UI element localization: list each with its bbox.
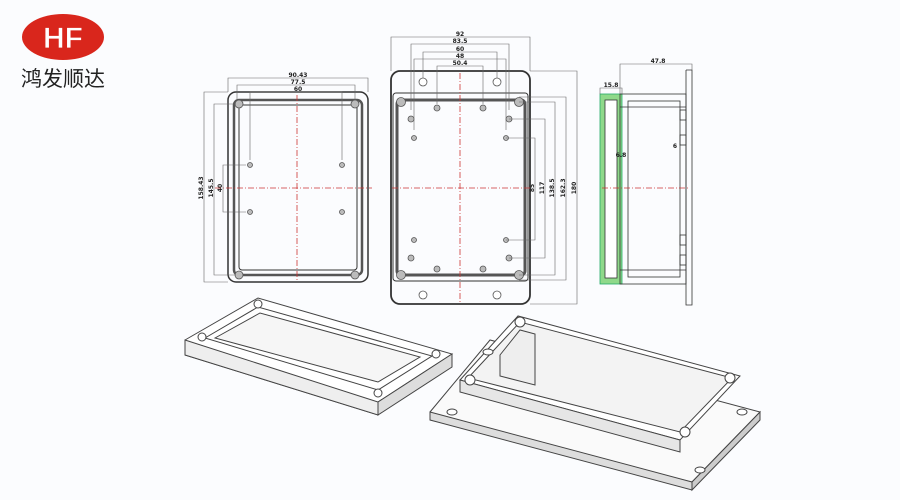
base-dimensions: 92 83.5 60 48 50.4 85 117 138.5 162.3 18… <box>453 31 578 197</box>
svg-text:48: 48 <box>456 53 464 60</box>
svg-text:15.8: 15.8 <box>604 82 619 89</box>
svg-text:117: 117 <box>539 182 546 195</box>
svg-text:60: 60 <box>456 46 464 53</box>
svg-text:92: 92 <box>456 31 464 38</box>
svg-text:40: 40 <box>217 184 224 192</box>
base-isometric-view <box>429 315 761 492</box>
lid-top-view <box>203 77 372 283</box>
svg-text:HF: HF <box>43 22 83 55</box>
brand-name: 鸿发顺达 <box>21 67 105 91</box>
svg-text:158.43: 158.43 <box>198 176 205 199</box>
svg-text:138.5: 138.5 <box>549 179 556 198</box>
lid-isometric-view <box>184 297 454 416</box>
svg-text:83.5: 83.5 <box>453 38 468 45</box>
svg-text:77.5: 77.5 <box>291 79 306 86</box>
svg-text:6: 6 <box>673 143 677 150</box>
svg-text:85: 85 <box>529 184 536 192</box>
svg-text:6.8: 6.8 <box>616 152 627 159</box>
svg-text:162.3: 162.3 <box>560 179 567 198</box>
side-dimensions: 47.8 15.8 6.8 6 <box>604 58 678 159</box>
svg-text:145.5: 145.5 <box>208 179 215 198</box>
svg-text:47.8: 47.8 <box>651 58 666 65</box>
svg-text:50.4: 50.4 <box>453 60 468 67</box>
lid-dimensions: 90.43 77.5 60 158.43 145.5 40 <box>198 72 307 200</box>
side-section-view <box>599 63 693 306</box>
svg-text:90.43: 90.43 <box>289 72 308 79</box>
brand-logo: HF 鸿发顺达 <box>21 14 105 91</box>
base-top-view <box>390 36 578 305</box>
svg-text:60: 60 <box>294 86 302 93</box>
svg-text:180: 180 <box>571 182 578 195</box>
